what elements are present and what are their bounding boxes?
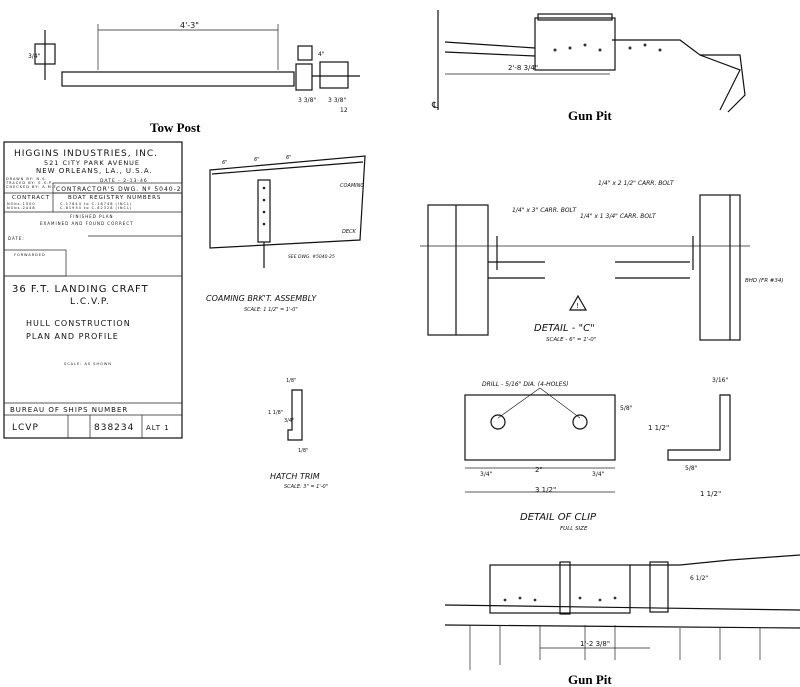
clip-w: 1 1/2" xyxy=(700,490,721,498)
title-block-forwarded: FORWARDED xyxy=(14,253,46,257)
coaming-dim3: 6" xyxy=(286,155,291,161)
title-block-registry1: C-17844 to C-18748 (INCL) xyxy=(60,202,132,206)
coaming-bracket-drawing: 6" 6" 6" COAMING DECK SEE DWG. #5040-25 … xyxy=(206,155,366,313)
clip-scale: FULL SIZE xyxy=(560,526,588,532)
hatch-trim-dim-top: 1/8" xyxy=(286,378,296,384)
clip-d3: 3/4" xyxy=(592,471,605,478)
coaming-dim2: 6" xyxy=(254,157,259,163)
hatch-trim-title: HATCH TRIM xyxy=(270,472,320,481)
coaming-see-dwg: SEE DWG. #5040-25 xyxy=(288,254,335,260)
hatch-trim-dim-mid: 3/4" xyxy=(284,418,294,424)
title-block-boat-registry: BOAT REGISTRY NUMBERS xyxy=(68,195,161,201)
gun-pit-top-drawing: 2'-8 3/4" ℄ xyxy=(431,10,746,113)
coaming-dim1: 6" xyxy=(222,160,227,166)
dim-d: 12 xyxy=(340,107,348,114)
title-block-title1: 36 F.T. LANDING CRAFT xyxy=(12,284,149,295)
coaming-label-coaming: COAMING xyxy=(340,183,364,189)
title-block-title2: L.C.V.P. xyxy=(70,297,110,307)
title-block-drawn: DRAWN BY: N.S. xyxy=(6,177,48,181)
detail-c-scale: SCALE - 6" = 1'-0" xyxy=(546,337,596,343)
detail-c-bhd: BHD (FR #34) xyxy=(745,278,784,284)
clip-h2: 1 1/2" xyxy=(648,424,669,432)
clip-d1: 3/4" xyxy=(480,471,493,478)
dim-e: 4" xyxy=(318,51,325,58)
detail-c-bolt2: 1/4" x 3" CARR. BOLT xyxy=(512,207,577,214)
coaming-scale: SCALE: 1 1/2" = 1'-0" xyxy=(244,307,298,313)
clip-total: 3 1/2" xyxy=(535,486,556,494)
coaming-label-deck: DECK xyxy=(342,229,357,235)
title-block-registry2: C-81934 to C-82328 (INCL) xyxy=(60,206,132,210)
dim-a: 3/4" xyxy=(28,53,41,60)
caption-tow-post: Tow Post xyxy=(150,120,201,135)
title-block-contract2: NObs-2448 xyxy=(7,206,36,210)
clip-title: DETAIL OF CLIP xyxy=(520,512,597,523)
dim-length: 4'-3" xyxy=(180,21,199,30)
hatch-trim-dim-side: 1 1/8" xyxy=(268,410,283,416)
title-block-company: HIGGINS INDUSTRIES, INC. xyxy=(14,149,158,159)
title-block-contractor-dwg: CONTRACTOR'S DWG. Nº 5040-2 xyxy=(56,186,182,193)
title-block-subtitle1: HULL CONSTRUCTION xyxy=(26,319,131,328)
clip-drill: DRILL - 5/16" DIA. (4-HOLES) xyxy=(482,381,569,388)
clip-d2: 2" xyxy=(535,466,543,474)
centerline-mark: ℄ xyxy=(431,101,438,111)
tow-post-drawing: 4'-3" 3/4" 4" 3 3/8" 3 3/8" 12 xyxy=(28,21,360,114)
gun-pit-bottom-dim: 1'-2 3/8" xyxy=(580,640,610,648)
title-block-traced: TRACED BY: E.S.P. xyxy=(5,181,54,185)
gun-pit-bottom-drawing: 1'-2 3/8" 6 1/2" xyxy=(444,554,800,670)
coaming-title: COAMING BRK'T. ASSEMBLY xyxy=(206,294,317,303)
title-block-date: DATE - 2-13-46 xyxy=(100,178,148,184)
title-block-finished-plan: FINISHED PLAN xyxy=(70,214,114,219)
clip-t1: 3/16" xyxy=(712,377,728,384)
clip-detail-drawing: DRILL - 5/16" DIA. (4-HOLES) 3/4" 2" 3/4… xyxy=(464,377,731,532)
detail-c-drawing: 1/4" x 2 1/2" CARR. BOLT 1/4" x 3" CARR.… xyxy=(420,180,784,343)
title-block-alt: ALT 1 xyxy=(146,424,170,432)
clip-h1: 5/8" xyxy=(620,405,633,412)
hatch-trim-scale: SCALE: 3" = 1'-0" xyxy=(284,484,328,490)
title-block-contract1: NObs-1500 xyxy=(7,202,36,206)
title-block-checked: CHECKED BY: A.M.F. xyxy=(6,185,58,189)
hatch-trim-drawing: 1/8" 1 1/8" 3/4" 1/8" HATCH TRIM SCALE: … xyxy=(268,378,328,490)
gun-pit-bottom-dim-h: 6 1/2" xyxy=(690,575,708,582)
title-block-address1: 521 CITY PARK AVENUE xyxy=(44,159,140,167)
title-block-date-label: DATE: xyxy=(8,236,25,241)
title-block-lcvp: LCVP xyxy=(12,423,39,433)
caption-gun-pit-top: Gun Pit xyxy=(568,108,612,123)
clip-t2: 5/8" xyxy=(685,465,698,472)
title-block-scale: SCALE: AS SHOWN xyxy=(64,362,112,366)
dim-gun-pit: 2'-8 3/4" xyxy=(508,64,538,72)
detail-c-bolt3: 1/4" x 1 3/4" CARR. BOLT xyxy=(580,213,657,220)
title-block-subtitle2: PLAN AND PROFILE xyxy=(26,332,119,341)
caption-gun-pit-bottom: Gun Pit xyxy=(568,672,612,687)
dim-b: 3 3/8" xyxy=(298,97,316,104)
detail-c-bolt1: 1/4" x 2 1/2" CARR. BOLT xyxy=(598,180,675,187)
detail-c-warning: ! xyxy=(576,302,579,310)
dim-c: 3 3/8" xyxy=(328,97,346,104)
title-block: HIGGINS INDUSTRIES, INC. 521 CITY PARK A… xyxy=(3,141,183,439)
hatch-trim-dim-bottom: 1/8" xyxy=(298,448,308,454)
detail-c-title: DETAIL - "C" xyxy=(534,323,595,334)
title-block-address2: NEW ORLEANS, LA., U.S.A. xyxy=(36,167,153,175)
title-block-examined: EXAMINED AND FOUND CORRECT xyxy=(40,221,134,226)
title-block-bureau: BUREAU OF SHIPS NUMBER xyxy=(10,406,128,414)
title-block-number: 838234 xyxy=(94,423,134,433)
title-block-contract-label: CONTRACT xyxy=(12,195,50,201)
